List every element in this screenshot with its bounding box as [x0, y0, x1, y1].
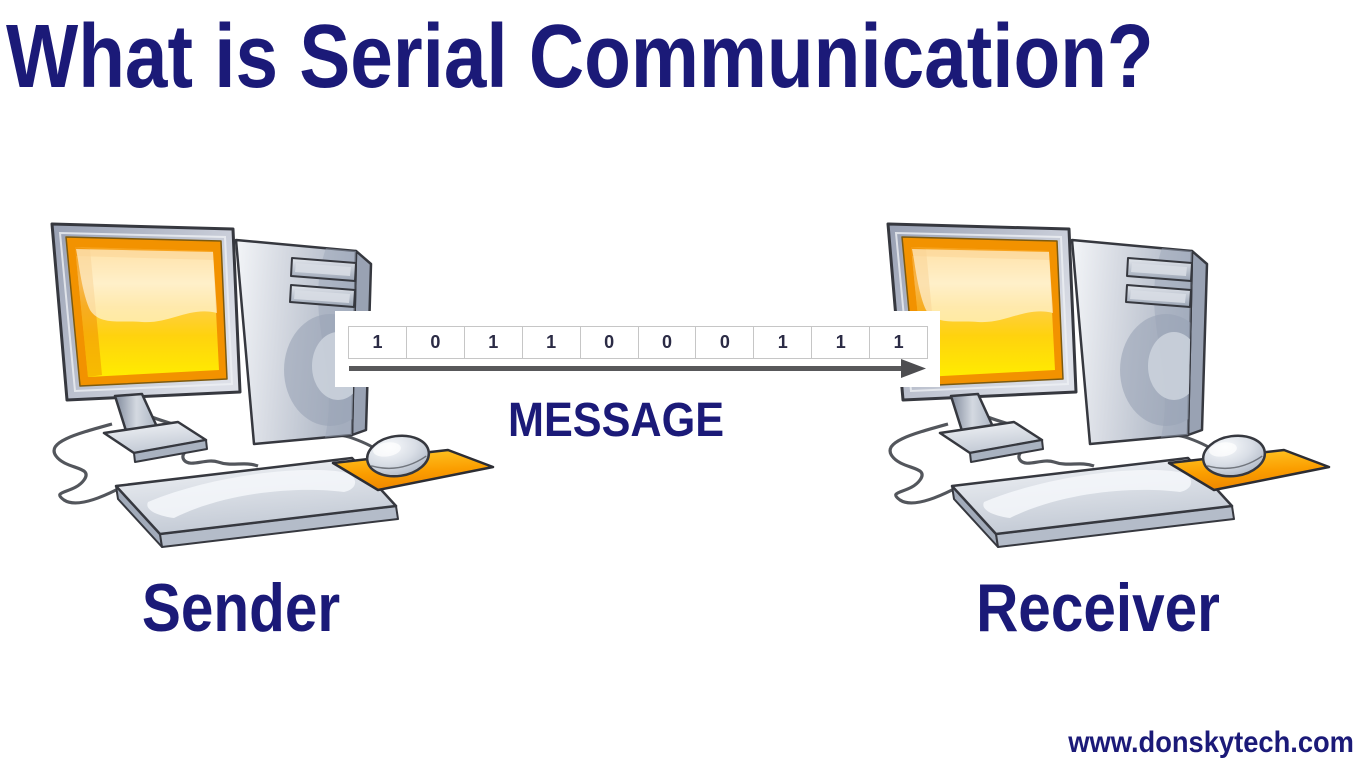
bit-cell: 1	[463, 326, 523, 359]
bit-cell: 1	[753, 326, 813, 359]
sender-label: Sender	[141, 570, 341, 646]
bit-cell: 0	[579, 326, 639, 359]
bit-cell: 1	[869, 326, 929, 359]
bit-cell: 1	[348, 326, 407, 359]
bit-cell: 0	[637, 326, 697, 359]
receiver-label: Receiver	[976, 570, 1220, 646]
bit-cell: 1	[811, 326, 871, 359]
message-arrow-icon	[349, 359, 926, 378]
bit-cell: 1	[521, 326, 581, 359]
page-title: What is Serial Communication?	[6, 7, 1154, 107]
bit-cell: 0	[695, 326, 755, 359]
message-label: MESSAGE	[507, 394, 725, 447]
watermark: www.donskytech.com	[1068, 726, 1354, 759]
